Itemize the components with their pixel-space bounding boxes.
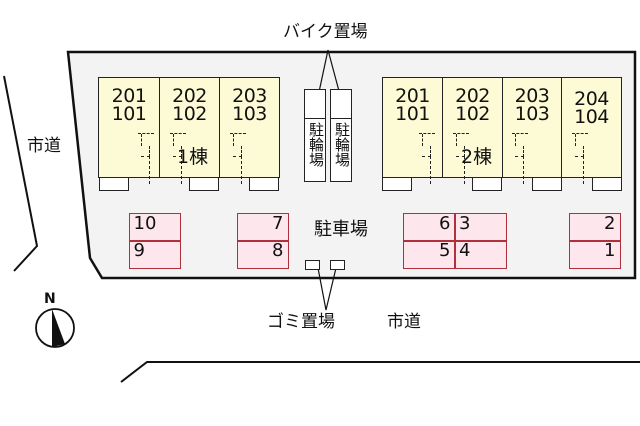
parking-space-9[interactable]: 9: [128, 240, 181, 269]
trash-bin-icon: [305, 260, 320, 270]
bike-stall-label: 駐輪場: [307, 122, 325, 167]
stair-icon: [453, 133, 469, 184]
unit-upper-number: 202: [172, 85, 207, 107]
unit-lower-number: 103: [514, 103, 550, 125]
bike-stall-1[interactable]: 駐輪場: [304, 89, 326, 182]
bike-stall-box: [331, 90, 351, 119]
unit-upper-number: 201: [395, 85, 430, 107]
parking-block-2-1: 2 1: [568, 212, 621, 269]
unit-upper-number: 203: [232, 85, 267, 107]
entrance-icon: [189, 177, 219, 191]
bike-stall-label: 駐輪場: [333, 122, 351, 167]
unit-203-103[interactable]: 203 103: [502, 77, 562, 178]
unit-204-104[interactable]: 204 104: [561, 77, 622, 178]
stair-icon: [230, 133, 246, 184]
parking-space-3[interactable]: 3: [454, 212, 507, 242]
unit-lower-number: 101: [395, 103, 430, 125]
entrance-icon: [592, 177, 622, 191]
stair-icon: [419, 133, 435, 184]
parking-space-10[interactable]: 10: [128, 212, 181, 242]
parking-space-8[interactable]: 8: [236, 240, 289, 269]
building-2-label: 2棟: [461, 146, 493, 168]
unit-upper-number: 201: [111, 85, 147, 107]
compass-icon: [35, 308, 75, 348]
parking-space-4[interactable]: 4: [454, 240, 507, 269]
stair-icon: [572, 133, 588, 184]
bike-stall-2[interactable]: 駐輪場: [330, 89, 352, 182]
entrance-icon: [249, 177, 279, 191]
unit-lower-number: 104: [574, 106, 609, 128]
parking-block-6-5-3-4: 6 5 3 4: [402, 212, 507, 269]
road-label-south: 市道: [387, 312, 421, 332]
unit-upper-number: 204: [574, 88, 609, 110]
parking-space-1[interactable]: 1: [568, 240, 621, 269]
unit-202-102[interactable]: 202 102: [442, 77, 503, 178]
trash-bin-icon: [330, 260, 345, 270]
entrance-icon: [382, 177, 412, 191]
unit-202-102[interactable]: 202 102: [159, 77, 220, 178]
building-1-label: 1棟: [177, 146, 209, 168]
unit-lower-number: 101: [111, 103, 147, 125]
trash-area-callout: ゴミ置場: [267, 312, 335, 332]
unit-lower-number: 103: [232, 103, 267, 125]
stair-icon: [138, 133, 154, 184]
unit-upper-number: 202: [455, 85, 490, 107]
parking-block-10-9: 10 9: [128, 212, 181, 269]
parking-space-2[interactable]: 2: [568, 212, 621, 242]
parking-block-7-8: 7 8: [236, 212, 289, 269]
parking-space-7[interactable]: 7: [236, 212, 289, 242]
parking-space-6[interactable]: 6: [402, 212, 456, 242]
parking-space-5[interactable]: 5: [402, 240, 456, 269]
stair-icon: [170, 133, 186, 184]
road-label-west: 市道: [27, 136, 61, 156]
parking-lot-label: 駐車場: [314, 219, 368, 240]
entrance-icon: [472, 177, 502, 191]
unit-203-103[interactable]: 203 103: [219, 77, 280, 178]
unit-lower-number: 102: [172, 103, 207, 125]
unit-lower-number: 102: [455, 103, 490, 125]
bike-stall-box: [305, 90, 325, 119]
stair-icon: [512, 133, 528, 184]
unit-201-101[interactable]: 201 101: [382, 77, 443, 178]
compass-north-label: N: [44, 291, 56, 307]
entrance-icon: [99, 177, 129, 191]
bike-parking-callout: バイク置場: [283, 22, 368, 42]
entrance-icon: [532, 177, 562, 191]
unit-upper-number: 203: [514, 85, 550, 107]
